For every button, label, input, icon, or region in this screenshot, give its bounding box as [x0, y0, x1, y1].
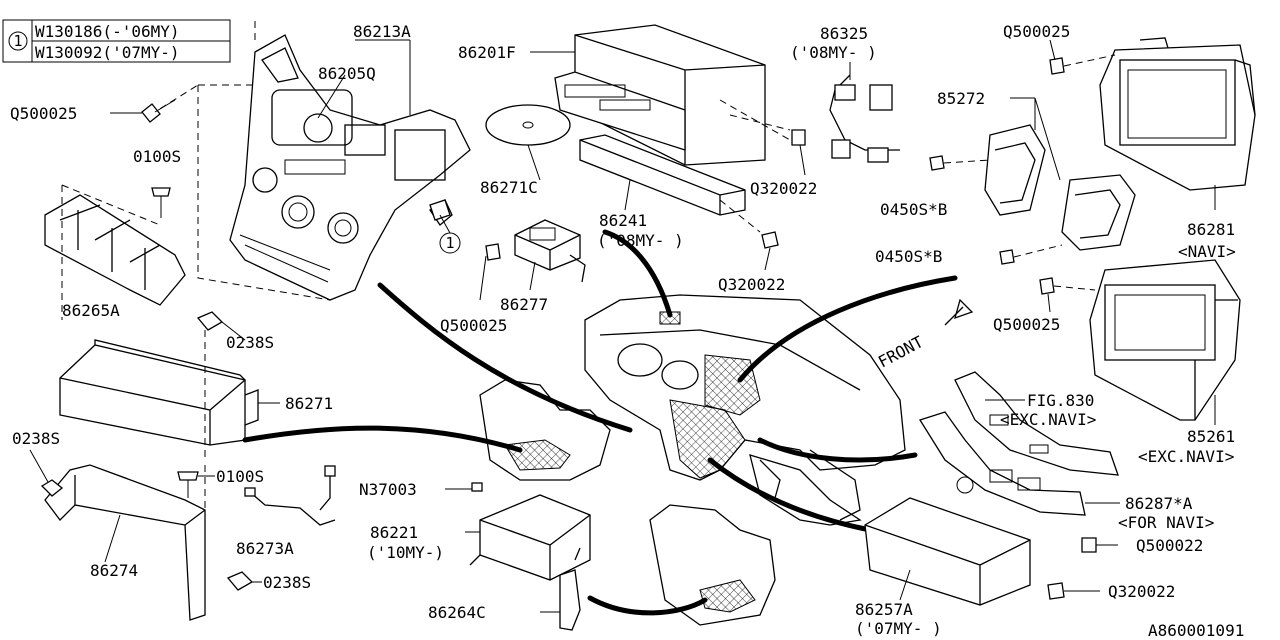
navi-unit-86281: [1099, 37, 1256, 191]
cable-86273A: [244, 465, 336, 526]
label-0100S-lower: 0100S: [216, 467, 264, 486]
module-86221: [469, 494, 591, 581]
label-Q320022-upper: Q320022: [750, 179, 817, 198]
harness-86325: [829, 74, 900, 163]
label-86241-note: ('08MY- ): [597, 231, 684, 250]
legend-marker: 1: [13, 32, 22, 50]
unit-85261: [1089, 259, 1241, 421]
callout-marker: 1: [445, 234, 454, 252]
connector-curve-86277: [602, 229, 673, 318]
label-86287A-note: <FOR NAVI>: [1118, 513, 1214, 532]
label-86271: 86271: [285, 394, 333, 413]
label-86257A-note: ('07MY- ): [855, 619, 942, 638]
label-86281-note: <NAVI>: [1178, 242, 1236, 261]
label-86205Q: 86205Q: [318, 64, 376, 83]
dashboard: [584, 294, 906, 526]
label-0238S-upper: 0238S: [226, 333, 274, 352]
label-0450S-upper: 0450S*B: [880, 200, 947, 219]
label-0238S-lower: 0238S: [263, 573, 311, 592]
label-86241: 86241: [599, 211, 647, 230]
label-Q320022-mid: Q320022: [718, 275, 785, 294]
label-86257A: 86257A: [855, 600, 913, 619]
label-FIG830: FIG.830: [1027, 391, 1094, 410]
disc-86271C: [485, 104, 571, 146]
label-Q320022-lower: Q320022: [1108, 582, 1175, 601]
center-panel-86213A: [229, 34, 471, 301]
label-85261-note: <EXC.NAVI>: [1138, 447, 1234, 466]
connector-curve-86264C: [587, 595, 708, 616]
label-0450S-lower: 0450S*B: [875, 247, 942, 266]
fasteners: [40, 99, 451, 591]
legend-box: 1 W130186(-'06MY) W130092('07MY-): [2, 19, 231, 63]
label-86325-note: ('08MY- ): [790, 43, 877, 62]
module-86277: [514, 219, 586, 283]
label-86265A: 86265A: [62, 301, 120, 320]
seat-left: [479, 379, 611, 481]
label-86281: 86281: [1187, 220, 1235, 239]
label-86277: 86277: [500, 295, 548, 314]
label-Q500022: Q500022: [1136, 536, 1203, 555]
bracket-86264C: [559, 569, 581, 631]
seat-right: [649, 504, 776, 626]
connector-curve-bezel: [757, 437, 918, 463]
front-label: FRONT: [875, 332, 927, 372]
diagram-id: A860001091: [1148, 621, 1244, 640]
label-86201F: 86201F: [458, 43, 516, 62]
module-86257A: [864, 497, 1031, 606]
connector-curve-lower: [707, 457, 873, 533]
connector-curve-panel: [377, 282, 633, 433]
label-85261: 85261: [1187, 427, 1235, 446]
label-Q500025-right: Q500025: [993, 315, 1060, 334]
label-0238S-left: 0238S: [12, 429, 60, 448]
label-86221: 86221: [370, 523, 418, 542]
label-86271C: 86271C: [480, 178, 538, 197]
legend-row-2: W130092('07MY-): [35, 43, 180, 62]
label-86264C: 86264C: [428, 603, 486, 622]
bezel-86287A: [919, 411, 1086, 516]
label-0100S-top: 0100S: [133, 147, 181, 166]
connector-curve-86271: [242, 425, 523, 453]
label-86287A: 86287*A: [1125, 494, 1193, 513]
duct-86265A: [44, 194, 186, 306]
bracket-85272: [984, 124, 1136, 251]
part-labels: 86213A 86205Q Q500025 0100S 86265A 0238S…: [10, 22, 1244, 640]
label-Q500025-top-right: Q500025: [1003, 22, 1070, 41]
label-86273A: 86273A: [236, 539, 294, 558]
label-Q500025-left: Q500025: [10, 104, 77, 123]
radio-unit-86201F: [554, 24, 766, 166]
legend-row-1: W130186(-'06MY): [35, 22, 180, 41]
label-86213A: 86213A: [353, 22, 411, 41]
label-Q500025-mid: Q500025: [440, 316, 507, 335]
label-85272: 85272: [937, 89, 985, 108]
connector-curve-nav: [737, 275, 958, 383]
label-86274: 86274: [90, 561, 138, 580]
label-FIG830-note: <EXC.NAVI>: [1000, 410, 1096, 429]
label-N37003: N37003: [359, 480, 417, 499]
module-86241: [579, 134, 746, 216]
module-86271: [59, 339, 259, 446]
front-arrow: FRONT: [875, 298, 974, 372]
label-86325: 86325: [820, 24, 868, 43]
bezel-fig830: [954, 371, 1119, 476]
bracket-86274: [44, 464, 206, 621]
label-86221-note: ('10MY-): [367, 543, 444, 562]
